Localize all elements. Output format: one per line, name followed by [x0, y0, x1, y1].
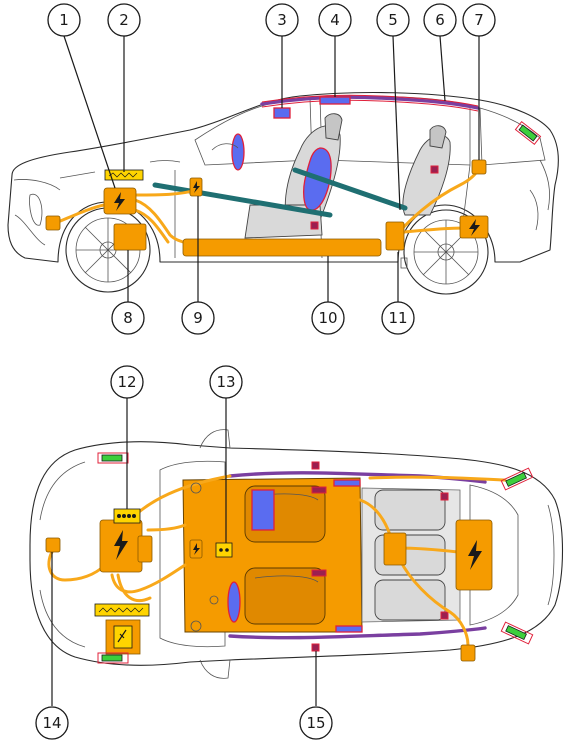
side-leaders — [63, 35, 480, 302]
callout-12: 12 — [110, 365, 144, 399]
hv-cable-rear — [394, 168, 480, 237]
front-seat-right — [244, 567, 326, 625]
callout-2: 2 — [107, 3, 141, 37]
lv-label-top-front-left — [97, 452, 129, 464]
steering-airbag — [231, 133, 245, 171]
front-bumper-lines — [39, 461, 86, 648]
sensor-top-4 — [311, 643, 320, 652]
lv-label-top-rear-right — [500, 621, 534, 645]
svg-text:12: 12 — [117, 373, 136, 391]
pyro-device-top — [215, 542, 233, 558]
svg-text:8: 8 — [123, 309, 133, 327]
hv-top-rear-charger — [460, 644, 476, 662]
rear-headrest — [429, 125, 447, 149]
hv-top-front-small — [45, 537, 61, 553]
steering-airbag-top — [227, 581, 241, 623]
svg-text:5: 5 — [388, 11, 398, 29]
dashboard — [211, 143, 239, 151]
hv-cable-top-front — [47, 550, 107, 582]
hv-battery-side — [182, 238, 382, 257]
front-detail — [13, 171, 96, 246]
callout-10: 10 — [311, 301, 345, 335]
lv-battery-fuse — [94, 603, 150, 617]
svg-text:14: 14 — [42, 714, 61, 732]
callout-3: 3 — [265, 3, 299, 37]
side-view — [7, 91, 559, 295]
front-headrest — [324, 113, 343, 141]
sensor-seat — [310, 221, 319, 230]
sensor-top-3 — [311, 461, 320, 470]
svg-text:11: 11 — [388, 309, 407, 327]
svg-text:7: 7 — [474, 11, 484, 29]
top-body-outline — [29, 441, 563, 666]
roof-airbag-module-center — [319, 96, 351, 105]
callout-9: 9 — [181, 301, 215, 335]
svg-text:4: 4 — [330, 11, 340, 29]
sensor-rear — [430, 165, 439, 174]
hv-cable-front-1 — [133, 198, 190, 245]
rear-bumper-line — [547, 504, 555, 606]
callout-4: 4 — [318, 3, 352, 37]
lv-battery-label-side — [514, 120, 542, 146]
svg-text:9: 9 — [193, 309, 203, 327]
sensor-top-5 — [440, 492, 449, 501]
svg-text:10: 10 — [318, 309, 337, 327]
mirror-left — [199, 429, 231, 449]
rear-glass — [469, 484, 519, 626]
curtain-module-right — [335, 625, 363, 633]
hv-rear-junction — [385, 221, 405, 251]
callout-5: 5 — [376, 3, 410, 37]
hv-front-small-unit — [45, 215, 61, 231]
svg-text:13: 13 — [216, 373, 235, 391]
rear-detail — [529, 159, 550, 231]
svg-text:6: 6 — [435, 11, 445, 29]
rear-seat-right — [374, 579, 446, 621]
rear-wheel — [403, 209, 489, 295]
callout-13: 13 — [209, 365, 243, 399]
hv-rear-charger — [471, 159, 487, 175]
curtain-module-left — [333, 479, 361, 487]
hv-top-front-motor — [137, 535, 153, 563]
callout-11: 11 — [381, 301, 415, 335]
hv-top-rear-junction — [383, 532, 407, 566]
mirror-right — [199, 659, 231, 679]
roof-airbag-module-front — [273, 107, 291, 119]
top-leaders — [51, 398, 317, 706]
lv-label-top-front-right — [97, 652, 129, 664]
rear-jack-point — [400, 257, 408, 269]
windshield — [159, 460, 226, 648]
callout-6: 6 — [423, 3, 457, 37]
hv-cable-front-left — [56, 203, 106, 224]
callout-1: 1 — [47, 3, 81, 37]
b-pillar-reinforcement — [292, 167, 408, 211]
sensor-top-1 — [311, 486, 327, 494]
svg-text:2: 2 — [119, 11, 129, 29]
a-pillar-reinforcement — [152, 182, 333, 218]
top-view — [29, 429, 563, 679]
callout-7: 7 — [462, 3, 496, 37]
curtain-airbag-side — [260, 95, 480, 110]
rear-seat-back — [402, 134, 451, 216]
sensor-top-2 — [311, 569, 327, 577]
svg-text:15: 15 — [306, 714, 325, 732]
sensor-top-6 — [440, 611, 449, 620]
svg-text:3: 3 — [277, 11, 287, 29]
callout-8: 8 — [111, 301, 145, 335]
svg-text:1: 1 — [59, 11, 69, 29]
front-seat-cushion — [244, 204, 323, 239]
callout-14: 14 — [35, 706, 69, 740]
callout-15: 15 — [299, 706, 333, 740]
lv-label-top-rear-left — [500, 467, 534, 491]
hv-front-motor — [113, 223, 147, 251]
seat-airbag-left — [251, 489, 275, 531]
